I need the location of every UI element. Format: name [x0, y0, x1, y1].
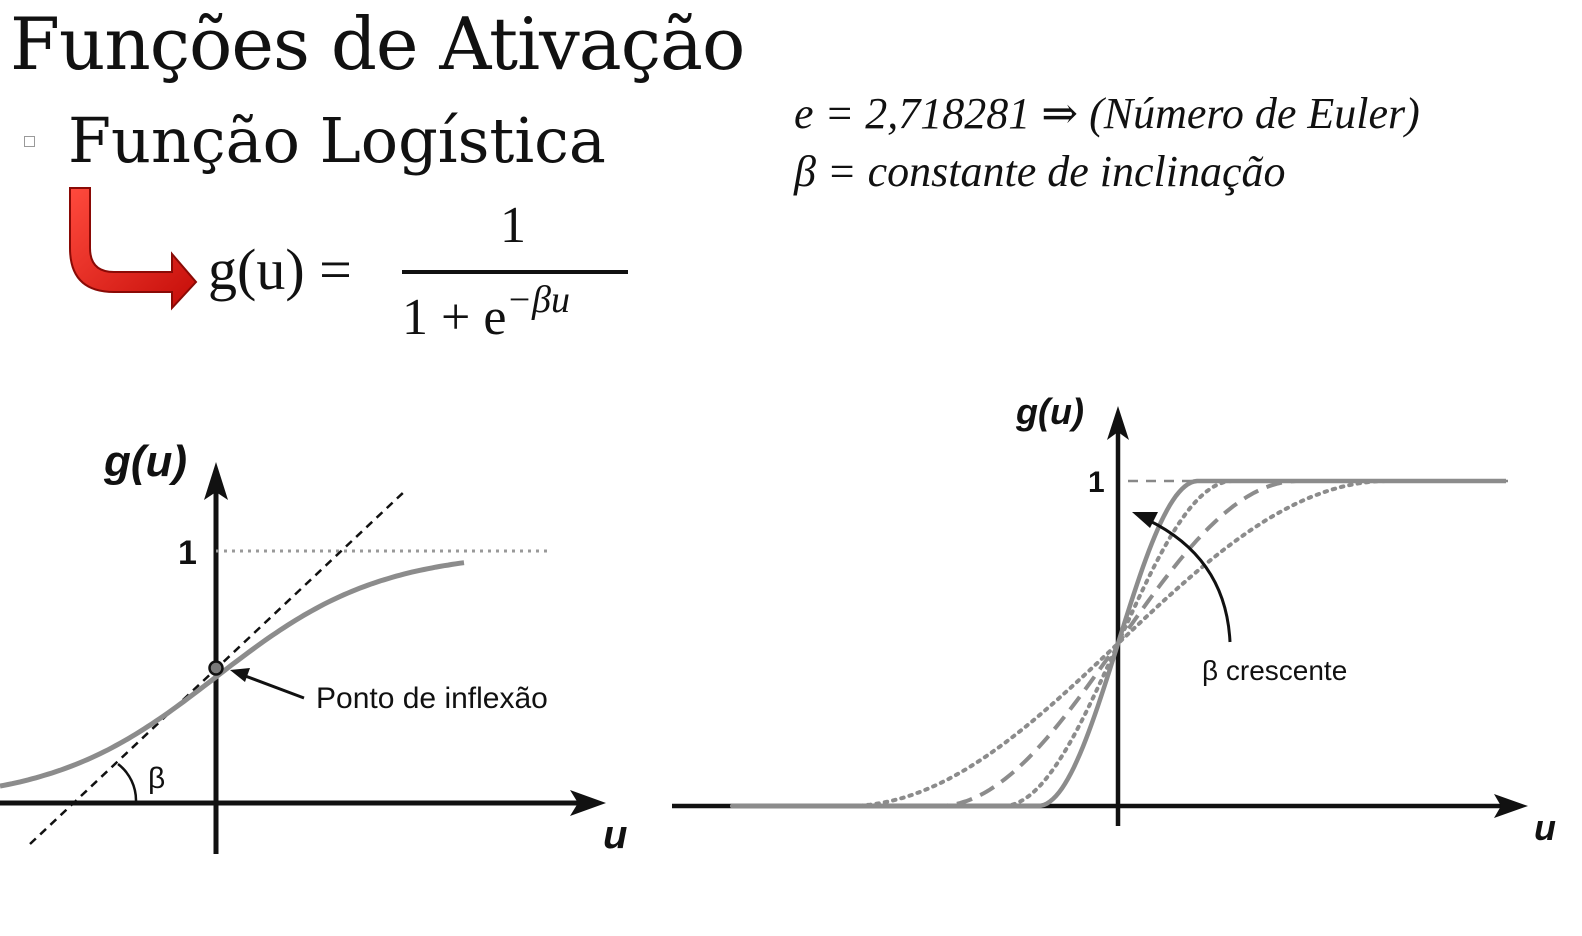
slope-angle-arc: [117, 763, 138, 803]
x-axis-arrow-right: [1494, 794, 1528, 818]
formula-numerator: 1: [500, 197, 526, 254]
red-curved-arrow-icon: [69, 187, 198, 311]
formula-lhs: g(u) =: [208, 236, 352, 303]
logistic-graph-right: g(u) u 1 β crescente: [672, 391, 1556, 848]
level-one-label-right: 1: [1088, 466, 1105, 499]
slide-subtitle: Função Logística: [68, 104, 606, 177]
y-axis-label-right: g(u): [1015, 391, 1084, 432]
fraction-bar: [402, 270, 628, 274]
formula-denominator-base: 1 + e: [402, 289, 507, 346]
inflection-pointer-arrowhead: [230, 668, 250, 682]
formula-exponent: −βu: [506, 279, 570, 321]
trend-arc-arrowhead: [1132, 512, 1158, 528]
inflection-point: [208, 660, 224, 676]
formula-lhs-text: g(u) =: [208, 237, 352, 302]
trend-label: β crescente: [1202, 655, 1347, 686]
level-one-label-left: 1: [178, 534, 197, 572]
bullet-square-icon: [24, 136, 35, 147]
y-axis-arrow-left: [204, 462, 228, 500]
y-axis-arrow-right: [1107, 406, 1129, 440]
y-axis-label-left: g(u): [103, 437, 187, 486]
formula-denominator: 1 + e−βu: [402, 278, 570, 347]
beta-definition: β = constante de inclinação: [794, 147, 1286, 196]
inflection-label: Ponto de inflexão: [316, 682, 548, 715]
x-axis-label-right: u: [1534, 807, 1556, 848]
slide-title: Funções de Ativação: [10, 2, 745, 86]
euler-definition: e = 2,718281 ⇒ (Número de Euler): [794, 89, 1420, 138]
logistic-graph-left: g(u) u 1 Ponto de inflexão β: [0, 437, 627, 857]
trend-arc: [1147, 518, 1232, 643]
logistic-curve-left: [0, 560, 465, 789]
curve-beta-highest: [732, 478, 1506, 809]
inflection-pointer-line: [239, 672, 305, 700]
slope-label: β: [148, 762, 165, 795]
x-axis-label-left: u: [603, 813, 627, 857]
x-axis-arrow-left: [570, 790, 606, 816]
